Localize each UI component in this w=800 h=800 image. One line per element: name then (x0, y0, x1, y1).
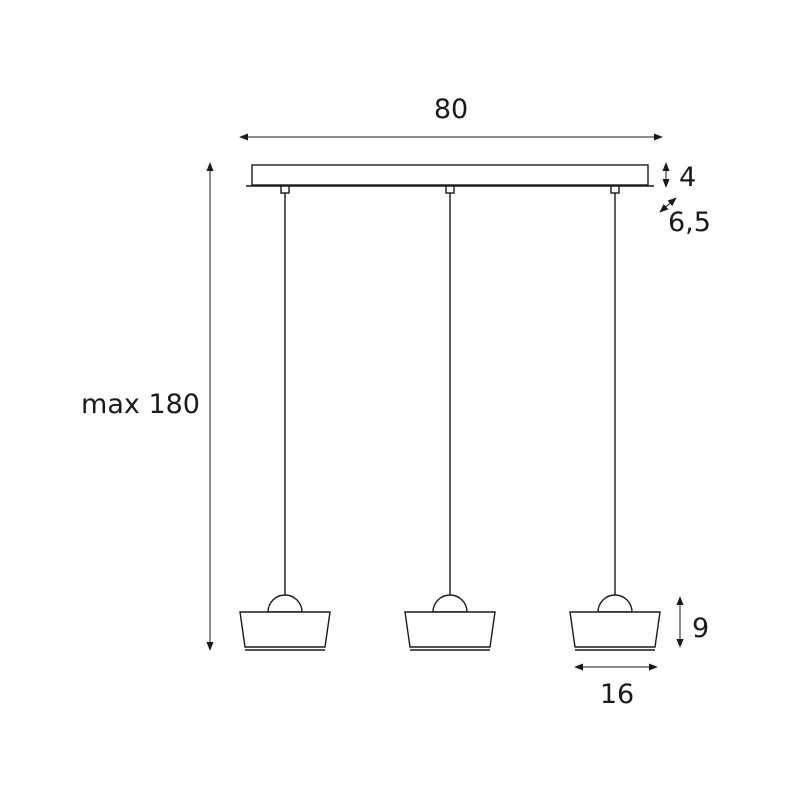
lamp-shade-center (404, 594, 496, 651)
canopy-height-label: 4 (679, 162, 696, 193)
shade-height-dimension: 9 (676, 596, 709, 648)
height-dimension: max 180 (81, 162, 214, 651)
canopy-height-dimension: 4 (662, 162, 696, 193)
lamp-shade-left (239, 594, 331, 651)
cable-center (445, 185, 455, 598)
shade-diameter-label: 16 (600, 679, 634, 710)
width-label: 80 (434, 94, 468, 125)
height-label: max 180 (81, 389, 200, 420)
canopy-depth-label: 6,5 (668, 207, 711, 238)
width-dimension: 80 (239, 94, 663, 141)
cable-right (610, 185, 620, 598)
lamp-shade-right (569, 594, 661, 651)
suspension-cables (280, 185, 620, 598)
shade-diameter-dimension: 16 (574, 663, 658, 710)
ceiling-canopy (246, 164, 654, 187)
shade-height-label: 9 (692, 613, 709, 644)
cable-left (280, 185, 290, 598)
canopy-depth-dimension: 6,5 (659, 197, 711, 238)
